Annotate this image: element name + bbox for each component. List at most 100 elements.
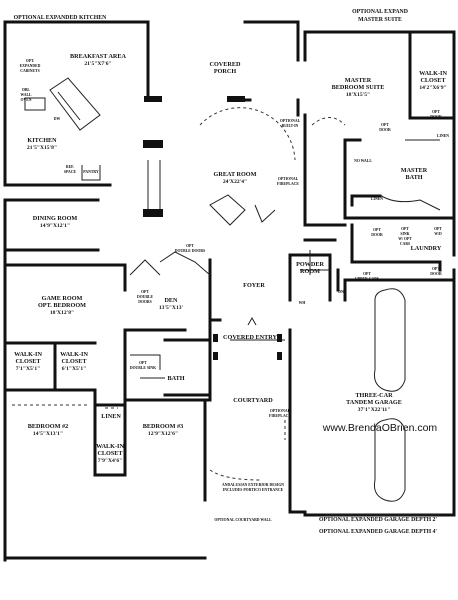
note-opt-double-doors-top-2: DOUBLE DOORS [175, 249, 206, 253]
room-bath-master-name-1: MASTER [401, 167, 428, 174]
room-walkin-2-name-1: WALK-IN [60, 351, 88, 358]
note-opt-double-doors-top-1: OPT [186, 244, 194, 248]
room-laundry-name: LAUNDRY [411, 245, 442, 252]
room-den-name: DEN [164, 297, 178, 304]
note-opt-door-laundry-2: DOOR [371, 233, 383, 237]
column-top [143, 140, 163, 148]
column-bottom [143, 209, 163, 217]
note-opt-double-sink-1: OPT [139, 361, 147, 365]
note-opt-door-garage-1: OPT [432, 267, 440, 271]
room-den-dim: 13'5"X13' [159, 305, 184, 311]
room-powder-name-2: ROOM [300, 268, 320, 275]
note-opt-double-doors-den-3: DOORS [138, 300, 152, 304]
car-outline-bottom [374, 418, 406, 502]
room-walkin-3-name-2: CLOSET [97, 450, 123, 457]
note-opt-fireplace-great-2: FIREPLACE [277, 182, 299, 186]
room-dining-name: DINING ROOM [33, 215, 78, 222]
watermark-text: www.BrendaOBrien.com [322, 422, 438, 434]
note-opt-fireplace-great-1: OPTIONAL [278, 177, 299, 181]
note-wall-oven-3: OVEN [21, 98, 32, 102]
walls [3, 20, 456, 562]
room-garage-name-2: TANDEM GARAGE [346, 399, 402, 406]
room-walkin-master-dim: 14'2"X6'9" [419, 85, 446, 91]
room-walkin-1-name-1: WALK-IN [14, 351, 42, 358]
note-dn: DN [338, 290, 344, 294]
note-courtyard-wall: OPTIONAL COURTYARD WALL [214, 518, 272, 522]
room-porch-name-2: PORCH [214, 68, 237, 75]
footer-garage-depth-4: OPTIONAL EXPANDED GARAGE DEPTH 4' [319, 529, 437, 535]
room-walkin-3-name-1: WALK-IN [96, 443, 124, 450]
room-kitchen-dim: 21'5"X15'8" [27, 145, 57, 151]
note-wall-oven-2: WALL [20, 93, 32, 97]
note-opt-door-master-1: OPT [381, 123, 389, 127]
note-ext-design-1: ANDALUSIAN EXTERIOR DESIGN [222, 483, 284, 487]
note-opt-fireplace-court-1: OPTIONAL [270, 409, 291, 413]
note-opt-fireplace-court-2: FIREPLACE [269, 414, 291, 418]
kitchen-island [49, 77, 101, 131]
room-master-name-1: MASTER [345, 77, 372, 84]
room-garage-name-1: THREE-CAR [355, 392, 393, 399]
fireplace-hearth [209, 194, 246, 226]
footer-garage-depth-2: OPTIONAL EXPANDED GARAGE DEPTH 2' [319, 517, 437, 523]
porch-post-left [144, 96, 162, 102]
note-opt-cabinets-2: EXPANDED [20, 64, 41, 68]
note-opt-sink-2: SINK [400, 232, 409, 236]
room-bedroom3-name: BEDROOM #3 [143, 423, 183, 430]
note-opt-double-doors-den-2: DOUBLE [137, 295, 154, 299]
room-bedroom2-name: BEDROOM #2 [28, 423, 68, 430]
note-opt-cabinets-3: CABINETS [20, 69, 39, 73]
room-game-dim: 18'X12'8" [50, 310, 74, 316]
note-wall-oven-1: DBL [22, 88, 30, 92]
note-opt-door-closet-1: OPT [432, 110, 440, 114]
note-dw: DW [54, 117, 61, 121]
room-courtyard-name: COURTYARD [233, 397, 273, 404]
room-bedroom2-dim: 14'5"X13'1" [33, 431, 63, 437]
room-walkin-master-name-2: CLOSET [420, 77, 446, 84]
note-opt-upper-cabs-1: OPT [363, 272, 371, 276]
room-walkin-3-dim: 7'9"X4'6" [98, 458, 123, 464]
room-porch-name-1: COVERED [210, 61, 241, 68]
header-optional-master-1: OPTIONAL EXPAND [352, 9, 408, 15]
room-master-name-2: BEDROOM SUITE [332, 84, 385, 91]
header-optional-master-2: MASTER SUITE [358, 17, 402, 23]
note-opt-door-closet-2: DOOR [430, 115, 442, 119]
note-wh: WH [299, 301, 306, 305]
note-opt-cabinets-1: OPT. [26, 59, 35, 63]
note-ext-design-2: INCLUDES PORTICO ENTRANCE [223, 488, 284, 492]
room-dining-dim: 14'9"X12'1" [40, 223, 70, 229]
room-master-dim: 18'X15'5" [346, 92, 370, 98]
room-linen-hall-name: LINEN [101, 413, 121, 420]
room-bath-name: BATH [167, 375, 184, 382]
room-walkin-2-name-2: CLOSET [61, 358, 87, 365]
note-opt-built-in-1: OPTIONAL [280, 119, 301, 123]
note-opt-double-sink-2: DOUBLE SINK [130, 366, 156, 370]
detail-lines [12, 77, 441, 516]
room-kitchen-name: KITCHEN [27, 137, 57, 144]
note-ref-space-1: REF. [66, 165, 74, 169]
note-linen-closet: LINEN [437, 134, 449, 138]
room-walkin-1-name-2: CLOSET [15, 358, 41, 365]
room-bedroom3-dim: 12'9"X12'6" [148, 431, 178, 437]
note-opt-double-doors-den-1: OPT [141, 290, 149, 294]
note-opt-built-in-2: BUILT-IN [282, 124, 299, 128]
note-opt-upper-cabs-2: UPPER CABS [355, 277, 379, 281]
room-game-name-1: GAME ROOM [42, 295, 83, 302]
room-walkin-2-dim: 6'1"X5'1" [62, 366, 87, 372]
room-game-name-2: OPT. BEDROOM [38, 302, 86, 309]
note-opt-sink-1: OPT [401, 227, 409, 231]
header-optional-kitchen: OPTIONAL EXPANDED KITCHEN [14, 15, 107, 21]
note-pantry: PANTRY [83, 170, 99, 174]
room-covered-entry-name: COVERED ENTRY [223, 334, 277, 341]
room-walkin-1-dim: 7'1"X5'1" [16, 366, 41, 372]
note-opt-sink-3: W/ OPT [398, 237, 412, 241]
note-no-wall: NO WALL [354, 159, 372, 163]
note-opt-wd-2: W/D [434, 232, 442, 236]
room-garage-dim: 37'1"X22'11" [358, 407, 391, 413]
room-powder-name-1: POWDER [296, 261, 324, 268]
note-ref-space-2: SPACE [64, 170, 77, 174]
room-breakfast-dim: 21'5"X7'6" [84, 61, 111, 67]
note-opt-door-master-2: DOOR [379, 128, 391, 132]
room-great-dim: 24'X22'4" [223, 179, 247, 185]
room-breakfast-name: BREAKFAST AREA [70, 53, 127, 60]
